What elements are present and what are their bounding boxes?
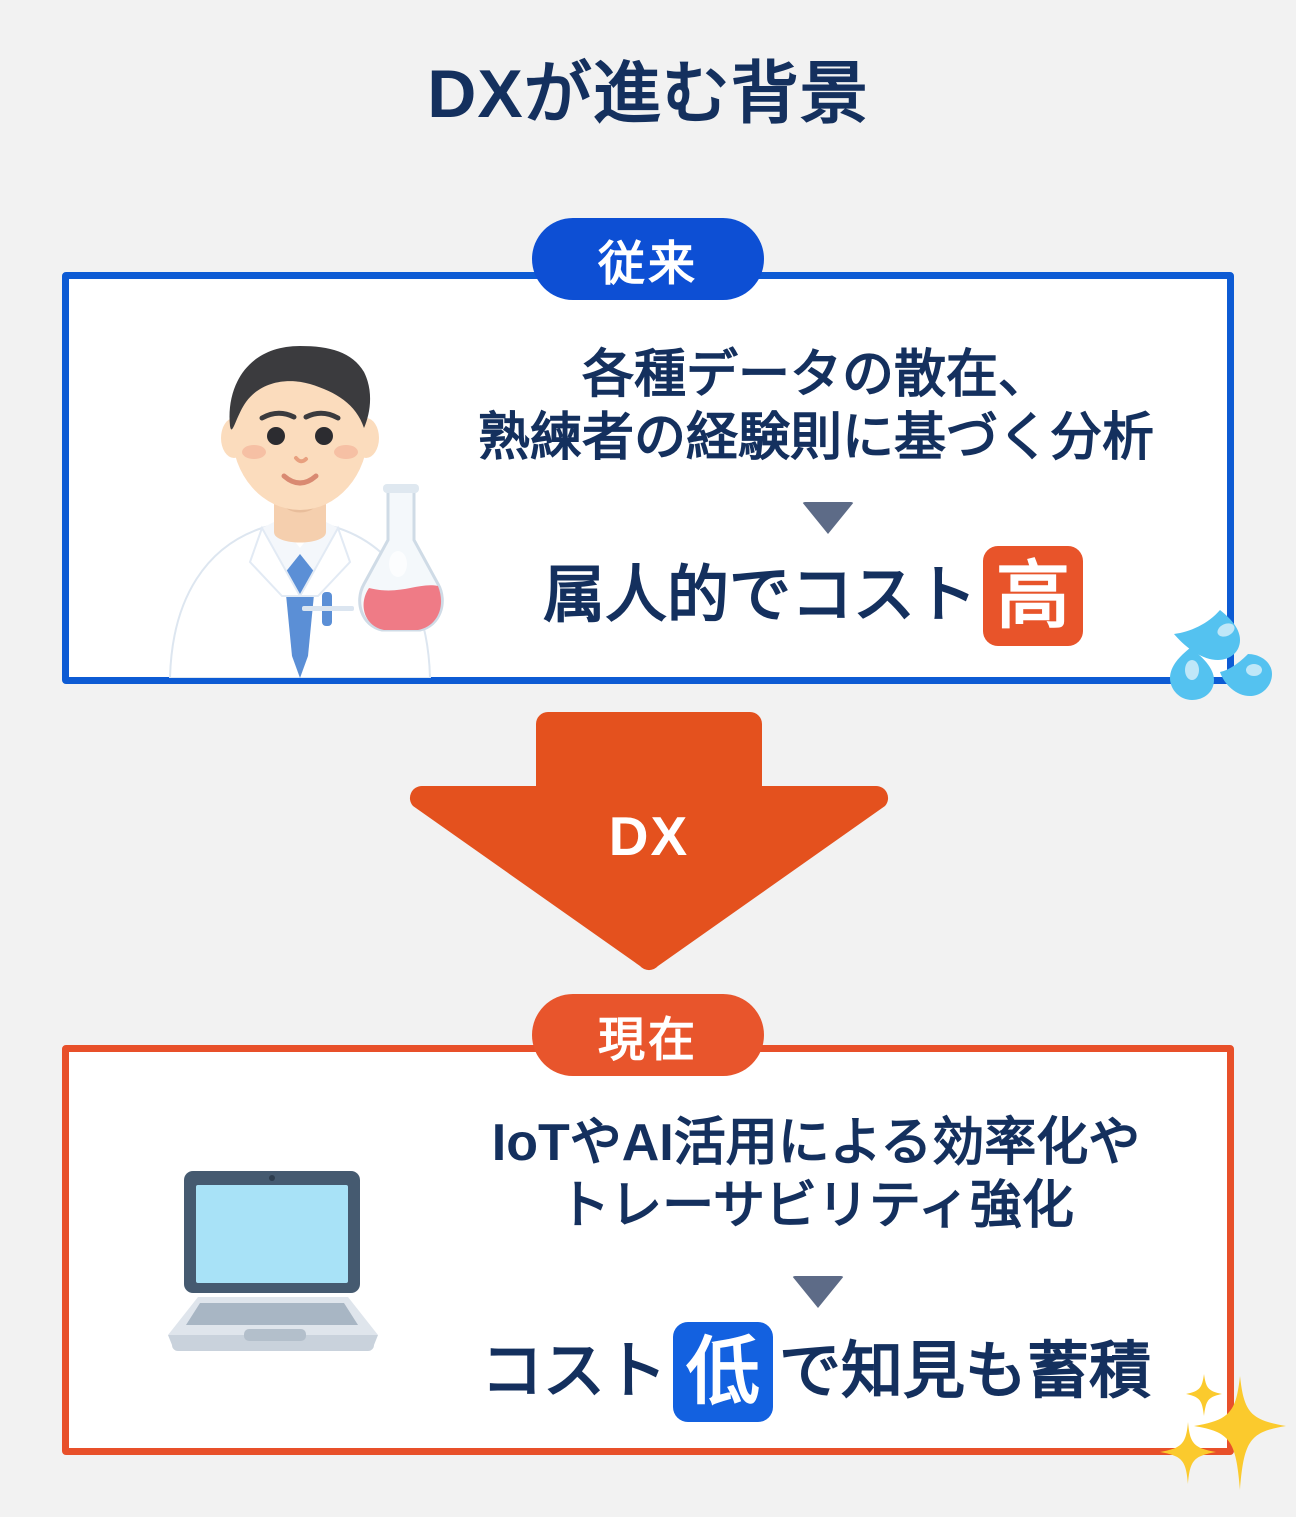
current-result-suffix: で知見も蓄積 (779, 1337, 1152, 1407)
legacy-badge-label: 従来 (598, 236, 698, 290)
laptop-icon (152, 1165, 424, 1355)
current-lead-line2: トレーサビリティ強化 (558, 1177, 1074, 1236)
legacy-result-text: 属人的でコスト 高 (396, 546, 1236, 646)
scientist-with-flask-icon (150, 296, 450, 679)
legacy-result-prefix: 属人的でコスト (542, 561, 977, 631)
current-result-prefix: コスト (480, 1337, 667, 1407)
page-title: DXが進む背景 (427, 56, 869, 132)
dx-arrow-label: DX (608, 805, 690, 867)
dx-transition-arrow: DX (408, 712, 890, 974)
legacy-lead-line1: 各種データの散在、 (581, 346, 1050, 404)
legacy-lead-line2: 熟練者の経験則に基づく分析 (477, 409, 1154, 468)
current-result-text: コスト 低 で知見も蓄積 (396, 1322, 1236, 1422)
current-badge-label: 現在 (598, 1012, 698, 1066)
legacy-cost-chip: 高 (983, 546, 1083, 646)
current-panel-badge: 現在 (532, 994, 764, 1076)
legacy-down-triangle-icon (802, 502, 854, 534)
sparkles-icon (1158, 1374, 1290, 1496)
current-down-triangle-icon (792, 1276, 844, 1308)
sweat-drops-icon (1168, 604, 1280, 702)
current-cost-chip: 低 (673, 1322, 773, 1422)
legacy-lead-text: 各種データの散在、 熟練者の経験則に基づく分析 (396, 344, 1236, 471)
legacy-panel-badge: 従来 (532, 218, 764, 300)
current-lead-line1: IoTやAI活用による効率化や (491, 1114, 1141, 1172)
current-lead-text: IoTやAI活用による効率化や トレーサビリティ強化 (396, 1112, 1236, 1239)
